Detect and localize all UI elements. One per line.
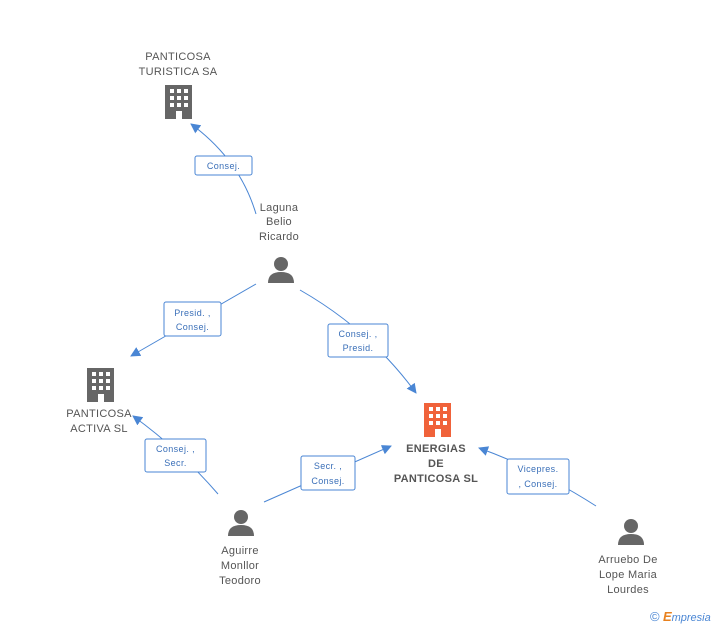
person-icon <box>268 257 294 283</box>
node-label: Belio <box>266 216 292 228</box>
person-icon <box>228 510 254 536</box>
building-icon <box>165 85 192 119</box>
edge-label-text: Vicepres. <box>518 464 559 474</box>
edge-label-text: Consej. <box>311 476 344 486</box>
node-label: ACTIVA SL <box>70 423 128 435</box>
node-panticosa-turistica[interactable]: PANTICOSA TURISTICA SA <box>139 51 218 119</box>
node-label: TURISTICA SA <box>139 66 218 78</box>
brand-initial: E <box>662 609 672 624</box>
edge-label-text: Secr. , <box>314 461 342 471</box>
edge-label-text: Secr. <box>164 458 187 468</box>
edge-label-text: Consej. , <box>338 329 377 339</box>
node-label: ENERGIAS <box>406 443 466 455</box>
node-label: Lourdes <box>607 584 649 596</box>
edge-label-laguna-turistica[interactable]: Consej. <box>194 155 253 176</box>
person-icon <box>618 519 644 545</box>
edge-label-text: , Consej. <box>518 479 557 489</box>
building-icon <box>87 368 114 402</box>
node-label: PANTICOSA <box>66 408 132 420</box>
node-laguna[interactable]: Laguna Belio Ricardo <box>259 202 299 283</box>
edge-label-text: Presid. , <box>174 308 211 318</box>
node-label: Ricardo <box>259 231 299 243</box>
node-label: PANTICOSA <box>145 51 211 63</box>
node-label: Aguirre <box>221 545 259 557</box>
edge-labels: Consej. Presid. , Consej. Consej. , Pres… <box>144 155 570 495</box>
node-label: Arruebo De <box>598 554 657 566</box>
edge-label-aguirre-energias[interactable]: Secr. , Consej. <box>300 455 356 491</box>
node-label: Teodoro <box>219 575 261 587</box>
edge-label-arruebo-energias[interactable]: Vicepres. , Consej. <box>506 458 570 495</box>
edge-label-text: Consej. <box>176 322 209 332</box>
copyright-icon: © <box>650 609 660 624</box>
empresia-watermark: © Empresia <box>650 609 711 624</box>
brand-name: mpresia <box>671 612 711 624</box>
building-icon <box>424 403 451 437</box>
edge-label-text: Presid. <box>343 343 374 353</box>
node-label: DE <box>428 458 444 470</box>
edge-label-laguna-energias[interactable]: Consej. , Presid. <box>327 323 389 358</box>
node-label: Lope Maria <box>599 569 658 581</box>
node-label: Laguna <box>260 202 299 214</box>
node-energias[interactable]: ENERGIAS DE PANTICOSA SL <box>394 403 478 485</box>
node-panticosa-activa[interactable]: PANTICOSA ACTIVA SL <box>66 368 132 435</box>
node-aguirre[interactable]: Aguirre Monllor Teodoro <box>219 510 261 587</box>
node-label: PANTICOSA SL <box>394 473 478 485</box>
edge-label-laguna-activa[interactable]: Presid. , Consej. <box>163 301 222 337</box>
edge-label-aguirre-activa[interactable]: Consej. , Secr. <box>144 438 207 473</box>
edge-label-text: Consej. <box>207 161 240 171</box>
edge-label-text: Consej. , <box>156 444 195 454</box>
node-label: Monllor <box>221 560 259 572</box>
node-arruebo[interactable]: Arruebo De Lope Maria Lourdes <box>598 519 657 596</box>
